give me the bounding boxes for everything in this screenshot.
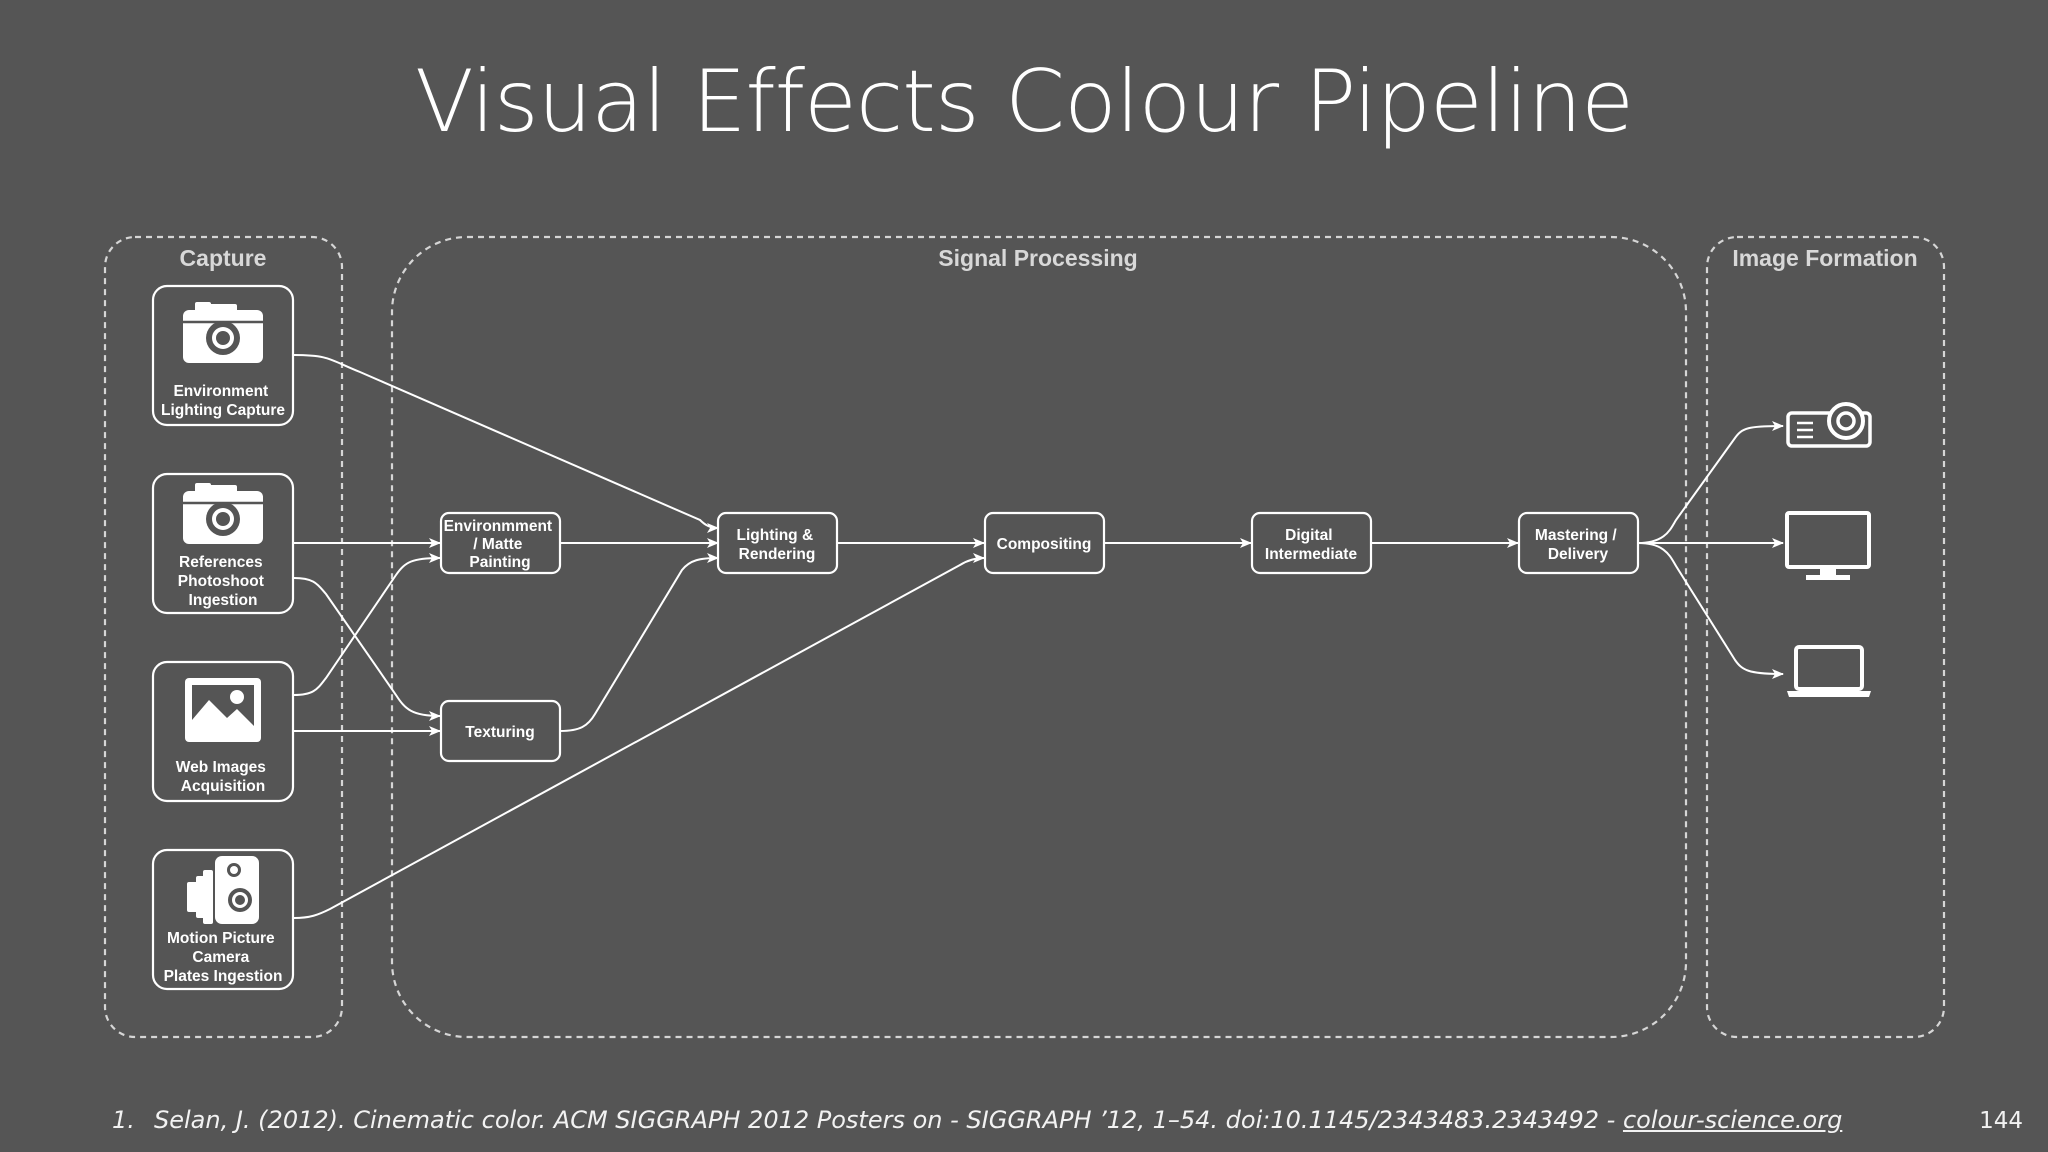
svg-text:Environment Lighting Cap: Environment Lighting Capture [161,383,285,419]
edge-web-to-matte [293,553,441,696]
svg-text:Environmment / Matte: Environmment / Matte Painting [444,518,557,571]
node-label-line: Environment [173,383,268,400]
svg-text:Motion Picture Camera: Motion Picture Camera Plates Ingestion [164,930,283,985]
node-label-line: Lighting Capture [161,402,285,419]
svg-text:Texturing: Texturing [465,724,534,741]
svg-text:Web Images Acquisition: Web Images Acquisition [176,759,270,795]
svg-text:Compositing: Compositing [997,536,1092,553]
node-label-line: Intermediate [1265,546,1358,563]
capture-group-label: Capture [180,245,267,271]
edge-references-to-texturing [293,577,441,721]
page-number: 144 [1979,1108,2023,1134]
node-label-line: Camera [192,949,249,966]
node-label-line: / Matte [473,536,522,553]
node-label-line: Rendering [739,546,816,563]
slide-title: Visual Effects Colour Pipeline [415,52,1634,152]
capture-node-motion-picture-camera-plates-ingestion[interactable]: Motion Picture Camera Plates Ingestion [151,848,295,991]
capture-group-frame [103,235,344,1039]
node-label-line: Web Images [176,759,266,776]
node-label-line: Motion Picture [167,930,275,947]
monitor-icon[interactable] [1785,511,1871,580]
node-label-line: Delivery [1548,546,1609,563]
capture-node-environment-lighting-capture[interactable]: Environment Lighting Capture [151,284,295,427]
node-label-line: Environmment [444,518,553,535]
capture-node-web-images-acquisition[interactable]: Web Images Acquisition [151,660,295,803]
camera-icon [183,302,263,363]
signal-processing-group-frame [390,235,1688,1039]
motion-picture-camera-icon [187,856,259,924]
footnote: 1. Selan, J. (2012). Cinematic color. ACM… [112,1106,1842,1134]
node-label-line: Mastering / [1535,527,1618,544]
svg-text:Mastering / Delivery: Mastering / Delivery [1535,527,1621,563]
svg-text:References Photoshoot: References Photoshoot Ingestion [178,554,268,609]
node-label-line: Lighting & [737,527,814,544]
process-node-environment-matte-painting[interactable]: Environmment / Matte Painting [439,511,562,575]
edge-mastering-to-projector [1637,421,1784,544]
process-node-digital-intermediate[interactable]: Digital Intermediate [1250,511,1373,575]
node-label-line: Ingestion [189,592,258,609]
process-node-mastering-delivery[interactable]: Mastering / Delivery [1517,511,1640,575]
image-formation-group-label: Image Formation [1732,245,1917,271]
process-node-lighting-rendering[interactable]: Lighting & Rendering [716,511,839,575]
node-label-line: Painting [469,554,530,571]
footnote-link[interactable]: colour-science.org [1622,1106,1843,1134]
node-label-line: References [179,554,263,571]
laptop-icon[interactable] [1787,645,1871,697]
image-icon [185,678,261,742]
svg-text:Lighting & Rendering: Lighting & Rendering [737,527,818,563]
edge-mastering-to-laptop [1637,542,1784,679]
edge-texturing-to-lighting [559,553,719,732]
image-formation-group-frame [1705,235,1946,1039]
edges [293,354,1784,919]
process-node-compositing[interactable]: Compositing [983,511,1106,575]
node-label-line: Plates Ingestion [164,968,283,985]
camera-icon [183,483,263,544]
edge-env-capture-to-lighting [293,354,719,533]
node-label-line: Digital [1285,527,1332,544]
edge-motion-to-compositing [293,553,985,919]
footnote-number: 1. [112,1106,135,1134]
process-node-texturing[interactable]: Texturing [439,699,562,763]
svg-text:Digital Intermediate: Digital Intermediate [1265,527,1358,563]
node-label-line: Texturing [465,724,534,741]
capture-node-references-photoshoot-ingestion[interactable]: References Photoshoot Ingestion [151,472,295,615]
footnote-text: Selan, J. (2012). Cinematic color. ACM S… [154,1106,1623,1134]
node-label-line: Compositing [997,536,1092,553]
signal-processing-group-label: Signal Processing [938,245,1137,271]
node-label-line: Acquisition [181,778,265,795]
node-label-line: Photoshoot [178,573,264,590]
projector-icon[interactable] [1786,402,1872,448]
